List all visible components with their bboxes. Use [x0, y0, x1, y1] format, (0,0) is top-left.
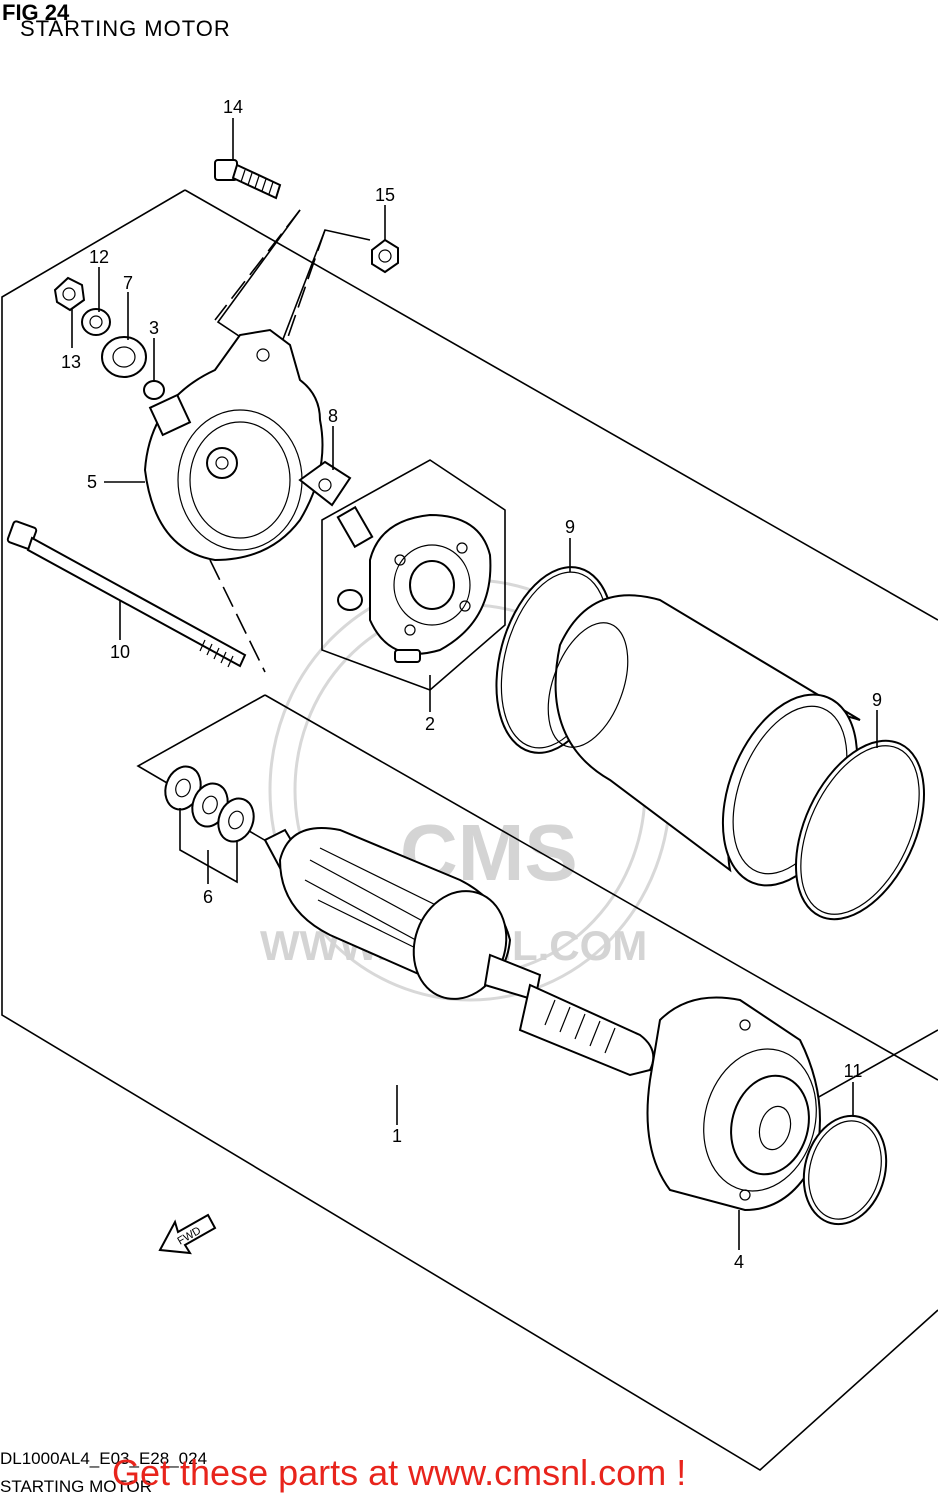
- terminal-plate-8: [298, 460, 352, 507]
- callout-13: 13: [61, 352, 81, 372]
- callout-9-lower: 9: [872, 690, 882, 710]
- through-bolt-10: [6, 520, 247, 668]
- armature-1: [263, 827, 655, 1077]
- figure-title: STARTING MOTOR: [20, 16, 231, 41]
- callout-2: 2: [425, 714, 435, 734]
- assembly-line-bolt-14: [214, 209, 301, 321]
- assembly-frame-top: [184, 189, 938, 621]
- nut-13: [53, 276, 86, 312]
- fwd-label: FWD: [176, 1225, 204, 1248]
- callout-15: 15: [375, 185, 395, 205]
- promo-link[interactable]: Get these parts at www.cmsnl.com !: [112, 1452, 687, 1493]
- callout-8: 8: [328, 406, 338, 426]
- leader-lines: [71, 118, 878, 1250]
- end-housing-5: [143, 328, 324, 562]
- assembly-line-nut-15: [279, 229, 326, 361]
- o-ring-3: [143, 380, 165, 400]
- callout-12: 12: [89, 247, 109, 267]
- callout-numbers: 1 2 3 4 5 6 7 8 9 9 10 11 12 13 14 15: [61, 97, 882, 1272]
- callout-3: 3: [149, 318, 159, 338]
- assembly-line-bolt-10: [209, 559, 266, 673]
- washer-12: [81, 308, 111, 336]
- callout-7: 7: [123, 273, 133, 293]
- footer-title: STARTING MOTOR: [0, 1477, 153, 1496]
- bolt-14: [214, 159, 282, 200]
- callout-4: 4: [734, 1252, 744, 1272]
- o-ring-11: [802, 1114, 888, 1226]
- nut-15: [371, 238, 399, 274]
- assembly-frame: [1, 189, 938, 1471]
- figure-number: FIG 24: [2, 0, 70, 25]
- callout-5: 5: [87, 472, 97, 492]
- model-code: DL1000AL4_E03_E28_024: [0, 1449, 208, 1468]
- brush-holder-2: [336, 505, 492, 663]
- brush-holder-frame: [321, 459, 506, 691]
- callout-1: 1: [392, 1126, 402, 1146]
- callout-14: 14: [223, 97, 243, 117]
- seal-7: [101, 336, 147, 378]
- inner-frame-top: [264, 694, 938, 1081]
- callout-9-upper: 9: [565, 517, 575, 537]
- front-housing-4: [646, 996, 821, 1212]
- washers-6: [164, 765, 255, 843]
- callout-6: 6: [203, 887, 213, 907]
- callout-10: 10: [110, 642, 130, 662]
- callout-11: 11: [844, 1061, 863, 1081]
- fwd-arrow-icon: FWD: [158, 1213, 217, 1255]
- o-ring-9-lower: [794, 739, 926, 921]
